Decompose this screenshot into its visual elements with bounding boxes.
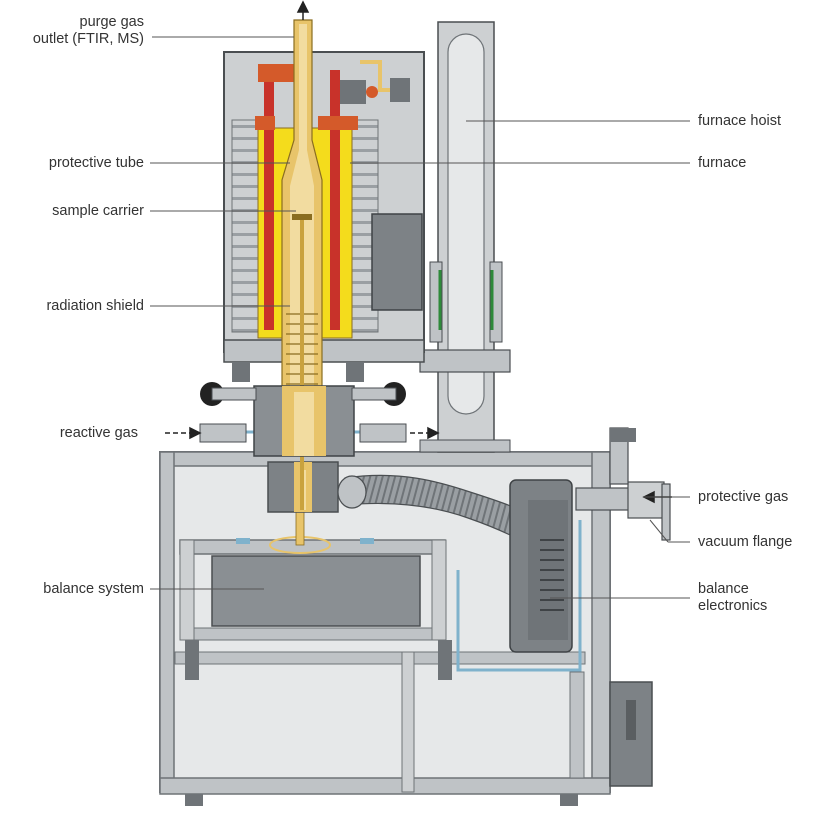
label-furnace-hoist: furnace hoist (698, 113, 782, 129)
label-balance-electronics-line1: balance (698, 581, 749, 597)
balance-electronics (509, 479, 573, 653)
sample-carrier (292, 214, 312, 220)
label-sample-carrier: sample carrier (52, 203, 144, 219)
label-balance-electronics: balance electronics (698, 581, 767, 615)
label-purge-gas-line1: purge gas (79, 14, 145, 30)
label-vacuum-flange: vacuum flange (698, 534, 793, 550)
gas-connection-block (199, 382, 407, 457)
label-furnace: furnace (698, 155, 747, 171)
sample-rod (300, 220, 304, 510)
leader-lines (150, 36, 690, 599)
label-purge-gas-outlet: purge gas outlet (FTIR, MS) (20, 14, 144, 48)
label-balance-electronics-line2: electronics (698, 598, 768, 614)
label-balance-system: balance system (43, 581, 144, 597)
label-protective-tube: protective tube (48, 155, 144, 171)
label-protective-gas: protective gas (698, 489, 789, 505)
label-purge-gas-line2: outlet (FTIR, MS) (32, 31, 144, 47)
balance-system (179, 509, 452, 680)
label-reactive-gas: reactive gas (59, 425, 138, 441)
purge-fittings (340, 60, 410, 104)
control-box (609, 681, 653, 787)
vacuum-flange (575, 427, 671, 541)
label-radiation-shield: radiation shield (46, 298, 144, 314)
furnace-hoist (419, 21, 511, 453)
